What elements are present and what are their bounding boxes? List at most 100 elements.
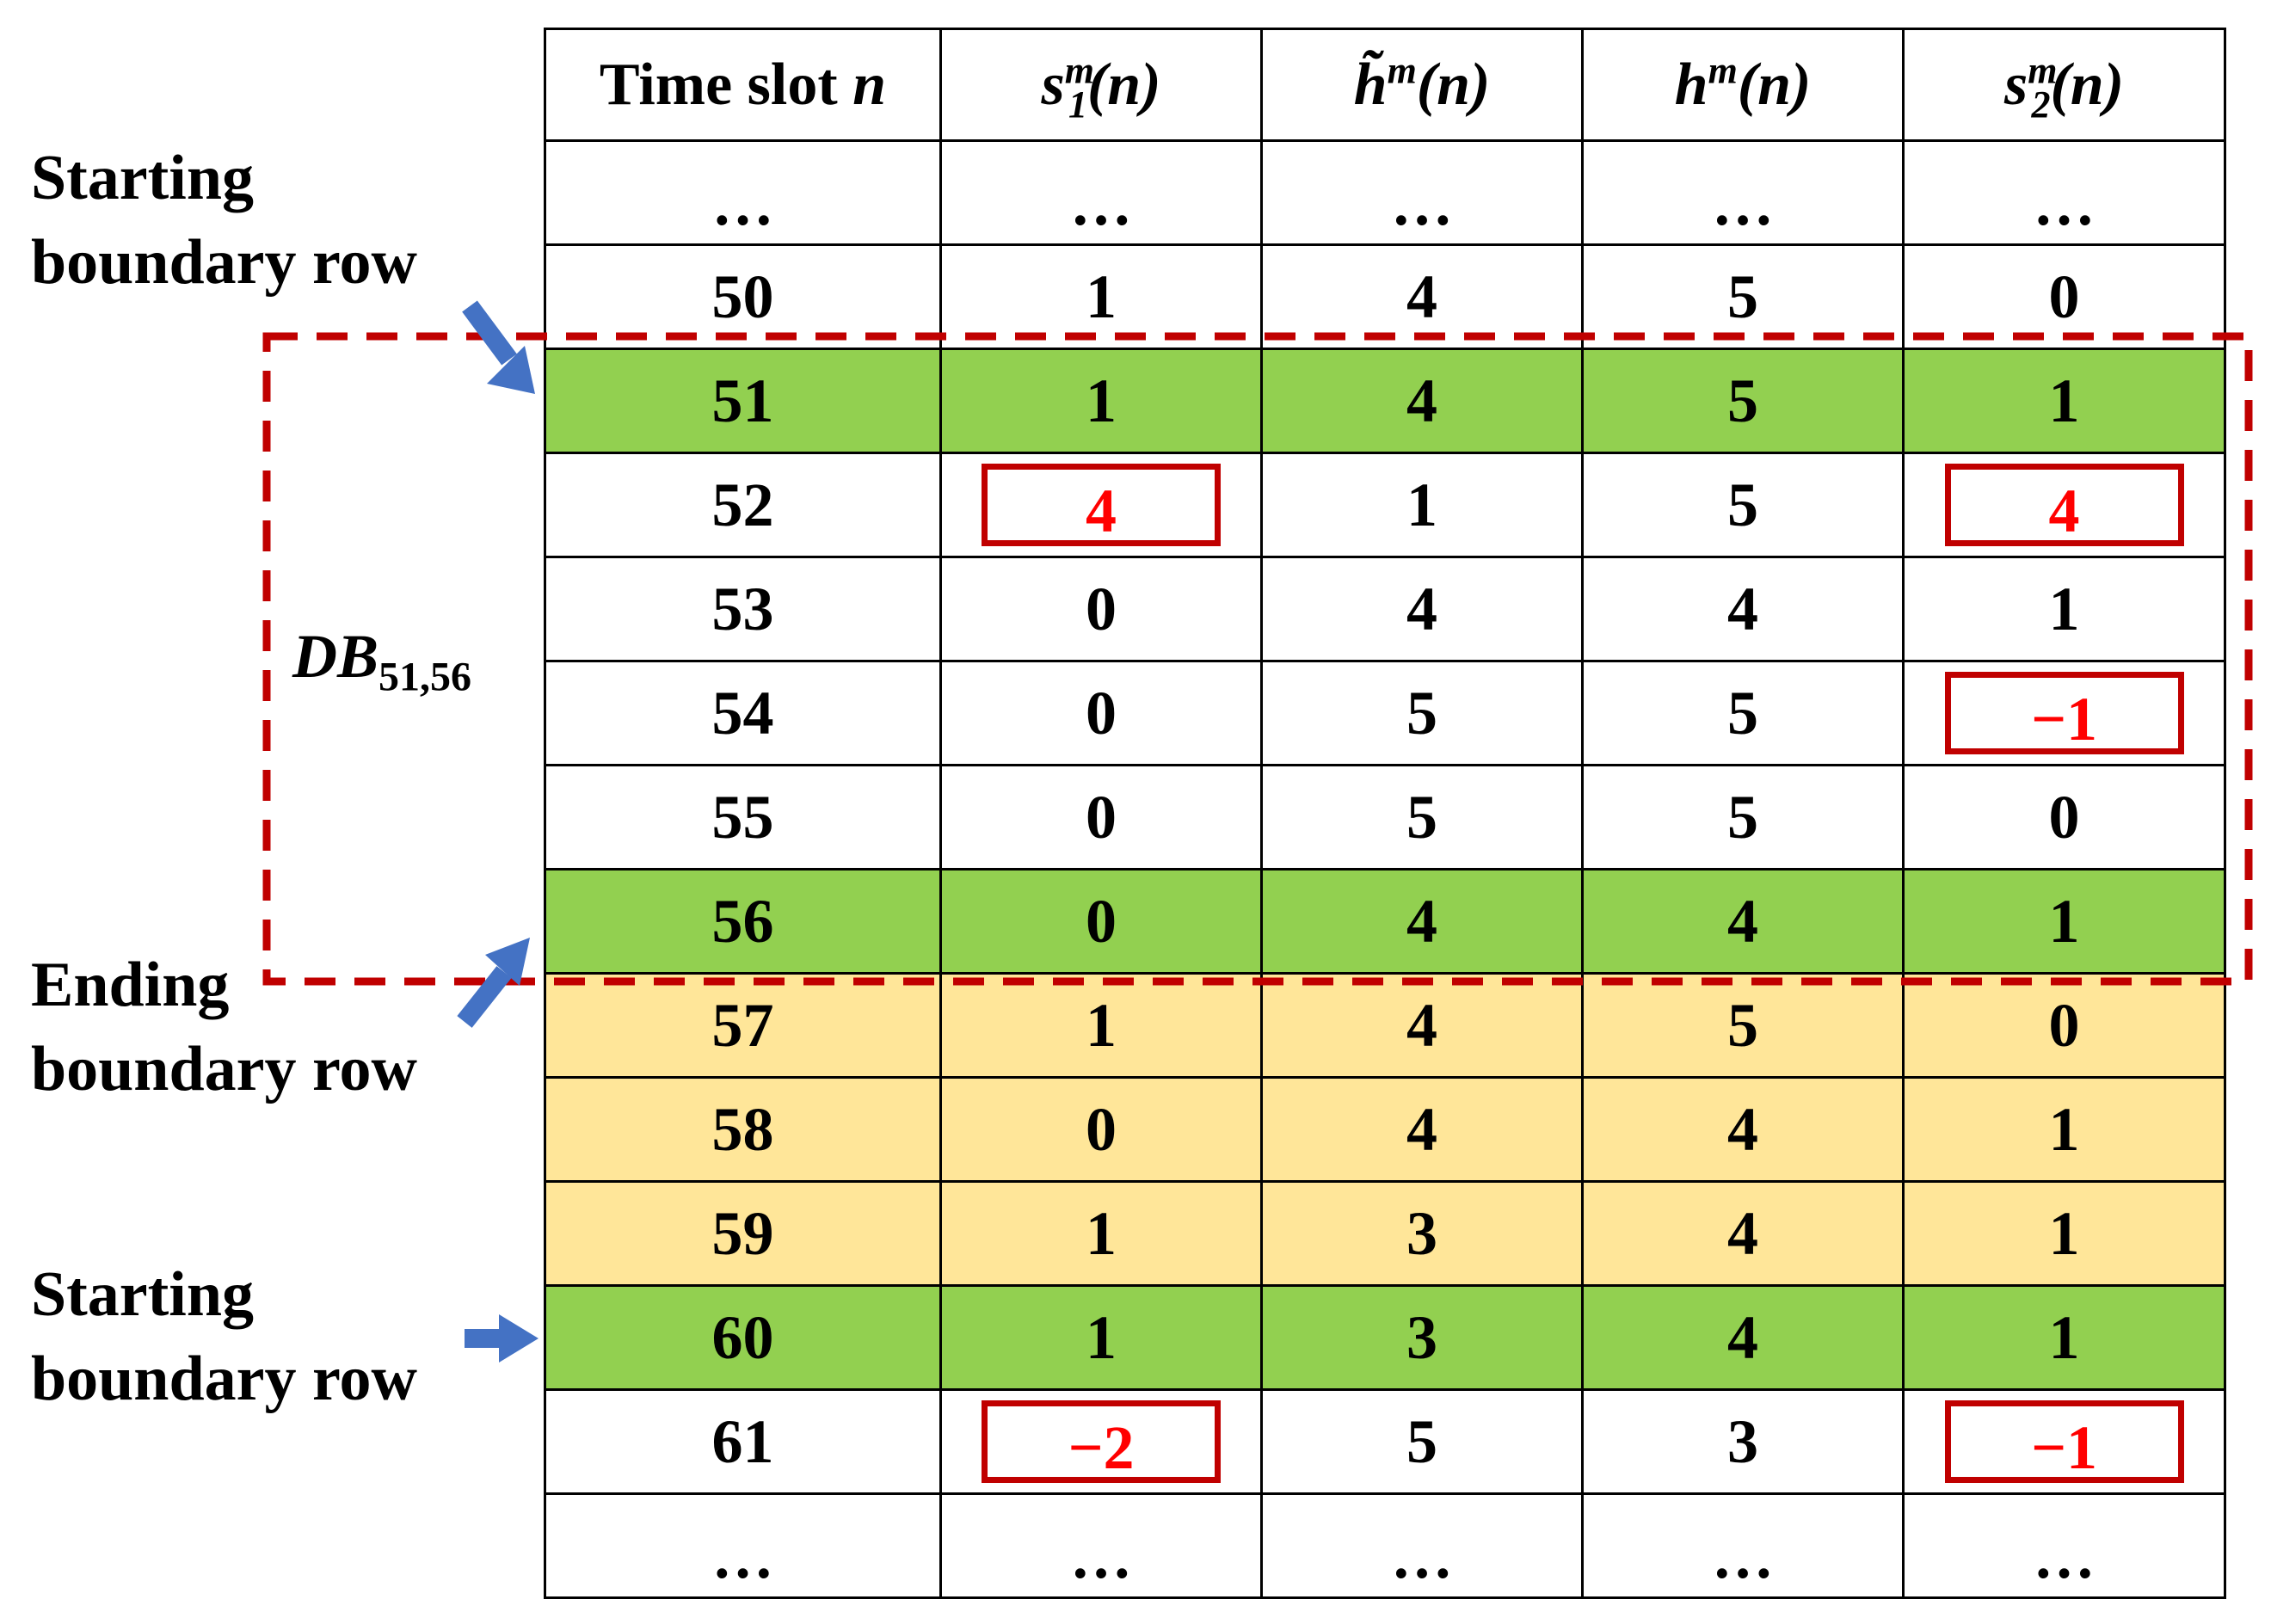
cell-value: 5 — [1727, 366, 1758, 435]
cell-time-slot: 55 — [544, 764, 942, 870]
cell-value: 4 — [1406, 574, 1437, 643]
cell-value: … — [2033, 169, 2096, 238]
data-table-container: Time slot n sm1(n) h̃m(n) hm(n) sm2(n) …… — [544, 28, 2226, 1599]
cell-value: 0 — [1086, 782, 1117, 852]
cell-h: … — [1581, 1492, 1905, 1599]
highlighted-value: −1 — [1944, 1399, 2184, 1483]
cell-s2: 1 — [1902, 1076, 2226, 1183]
cell-value: 5 — [1727, 470, 1758, 539]
cell-value: 50 — [711, 261, 774, 331]
cell-value: 0 — [1086, 678, 1117, 747]
cell-h-tilde: 3 — [1260, 1180, 1584, 1287]
cell-h: 4 — [1581, 1284, 1905, 1391]
cell-value: 54 — [711, 678, 774, 747]
cell-value: 5 — [1727, 782, 1758, 852]
cell-value: … — [711, 1522, 774, 1591]
cell-value: 0 — [1086, 886, 1117, 956]
header-h-tilde: h̃m(n) — [1260, 28, 1584, 142]
cell-s2: 1 — [1902, 1284, 2226, 1391]
cell-value: 1 — [1086, 366, 1117, 435]
cell-s2: 4 — [1902, 452, 2226, 558]
cell-h-tilde: 1 — [1260, 452, 1584, 558]
cell-s2: 0 — [1902, 243, 2226, 350]
cell-value: … — [1391, 1522, 1453, 1591]
highlighted-value: 4 — [982, 463, 1221, 546]
cell-value: 4 — [1406, 886, 1437, 956]
cell-h: 5 — [1581, 972, 1905, 1079]
cell-value: 1 — [2048, 1302, 2080, 1372]
cell-s1: 4 — [939, 452, 1263, 558]
cell-time-slot: 60 — [544, 1284, 942, 1391]
cell-h: 4 — [1581, 1076, 1905, 1183]
header-h: hm(n) — [1581, 28, 1905, 142]
arrow-icon — [457, 938, 530, 1028]
cell-s2: −1 — [1902, 660, 2226, 766]
arrow-icon — [462, 300, 535, 394]
cell-h: 3 — [1581, 1388, 1905, 1495]
cell-time-slot: 52 — [544, 452, 942, 558]
cell-value: 4 — [1406, 366, 1437, 435]
cell-value: … — [711, 169, 774, 238]
header-time-slot: Time slot n — [544, 28, 942, 142]
cell-value: 4 — [1727, 1198, 1758, 1268]
cell-h: 4 — [1581, 868, 1905, 975]
header-row: Time slot n sm1(n) h̃m(n) hm(n) sm2(n) — [544, 28, 2226, 142]
cell-h-tilde: … — [1260, 139, 1584, 246]
cell-h: 5 — [1581, 452, 1905, 558]
cell-value: 0 — [2048, 261, 2080, 331]
highlighted-value: −2 — [982, 1399, 1221, 1483]
cell-time-slot: 50 — [544, 243, 942, 350]
cell-h-tilde: 3 — [1260, 1284, 1584, 1391]
cell-s2: −1 — [1902, 1388, 2226, 1495]
cell-time-slot: 56 — [544, 868, 942, 975]
cell-value: 61 — [711, 1406, 774, 1476]
cell-value: 5 — [1406, 1406, 1437, 1476]
cell-s1: … — [939, 1492, 1263, 1599]
cell-value: 55 — [711, 782, 774, 852]
cell-h: 5 — [1581, 660, 1905, 766]
cell-value: 1 — [2048, 1094, 2080, 1164]
cell-value: 5 — [1406, 678, 1437, 747]
cell-s2: 0 — [1902, 764, 2226, 870]
cell-value: 1 — [2048, 574, 2080, 643]
cell-h-tilde: 4 — [1260, 1076, 1584, 1183]
cell-value: … — [1391, 169, 1453, 238]
cell-h: 5 — [1581, 764, 1905, 870]
cell-time-slot: 59 — [544, 1180, 942, 1287]
table-row: 52 4 1 5 4 — [544, 452, 2226, 558]
cell-s1: 1 — [939, 1284, 1263, 1391]
cell-value: 4 — [1406, 261, 1437, 331]
cell-time-slot: 51 — [544, 348, 942, 454]
cell-s1: … — [939, 139, 1263, 246]
starting-boundary-label-1: Starting boundary row — [31, 143, 417, 298]
cell-s1: 1 — [939, 1180, 1263, 1287]
cell-s1: 1 — [939, 972, 1263, 1079]
cell-h-tilde: … — [1260, 1492, 1584, 1599]
header-s2: sm2(n) — [1902, 28, 2226, 142]
cell-value: … — [1712, 169, 1774, 238]
table-row: … … … … … — [544, 139, 2226, 246]
cell-value: 5 — [1727, 990, 1758, 1060]
cell-h-tilde: 4 — [1260, 348, 1584, 454]
cell-value: 5 — [1727, 261, 1758, 331]
cell-value: 1 — [1086, 1302, 1117, 1372]
cell-value: 1 — [1406, 470, 1437, 539]
cell-value: 56 — [711, 886, 774, 956]
cell-h-tilde: 4 — [1260, 243, 1584, 350]
cell-value: 5 — [1727, 678, 1758, 747]
db-label: DB51,56 — [292, 622, 472, 700]
cell-value: … — [1070, 169, 1132, 238]
arrow-icon — [465, 1314, 539, 1363]
cell-value: 1 — [1086, 261, 1117, 331]
cell-value: 0 — [1086, 574, 1117, 643]
cell-s2: … — [1902, 1492, 2226, 1599]
cell-value: 4 — [1727, 574, 1758, 643]
cell-value: 0 — [2048, 782, 2080, 852]
highlighted-value: −1 — [1944, 671, 2184, 754]
cell-value: 3 — [1727, 1406, 1758, 1476]
cell-time-slot: 58 — [544, 1076, 942, 1183]
